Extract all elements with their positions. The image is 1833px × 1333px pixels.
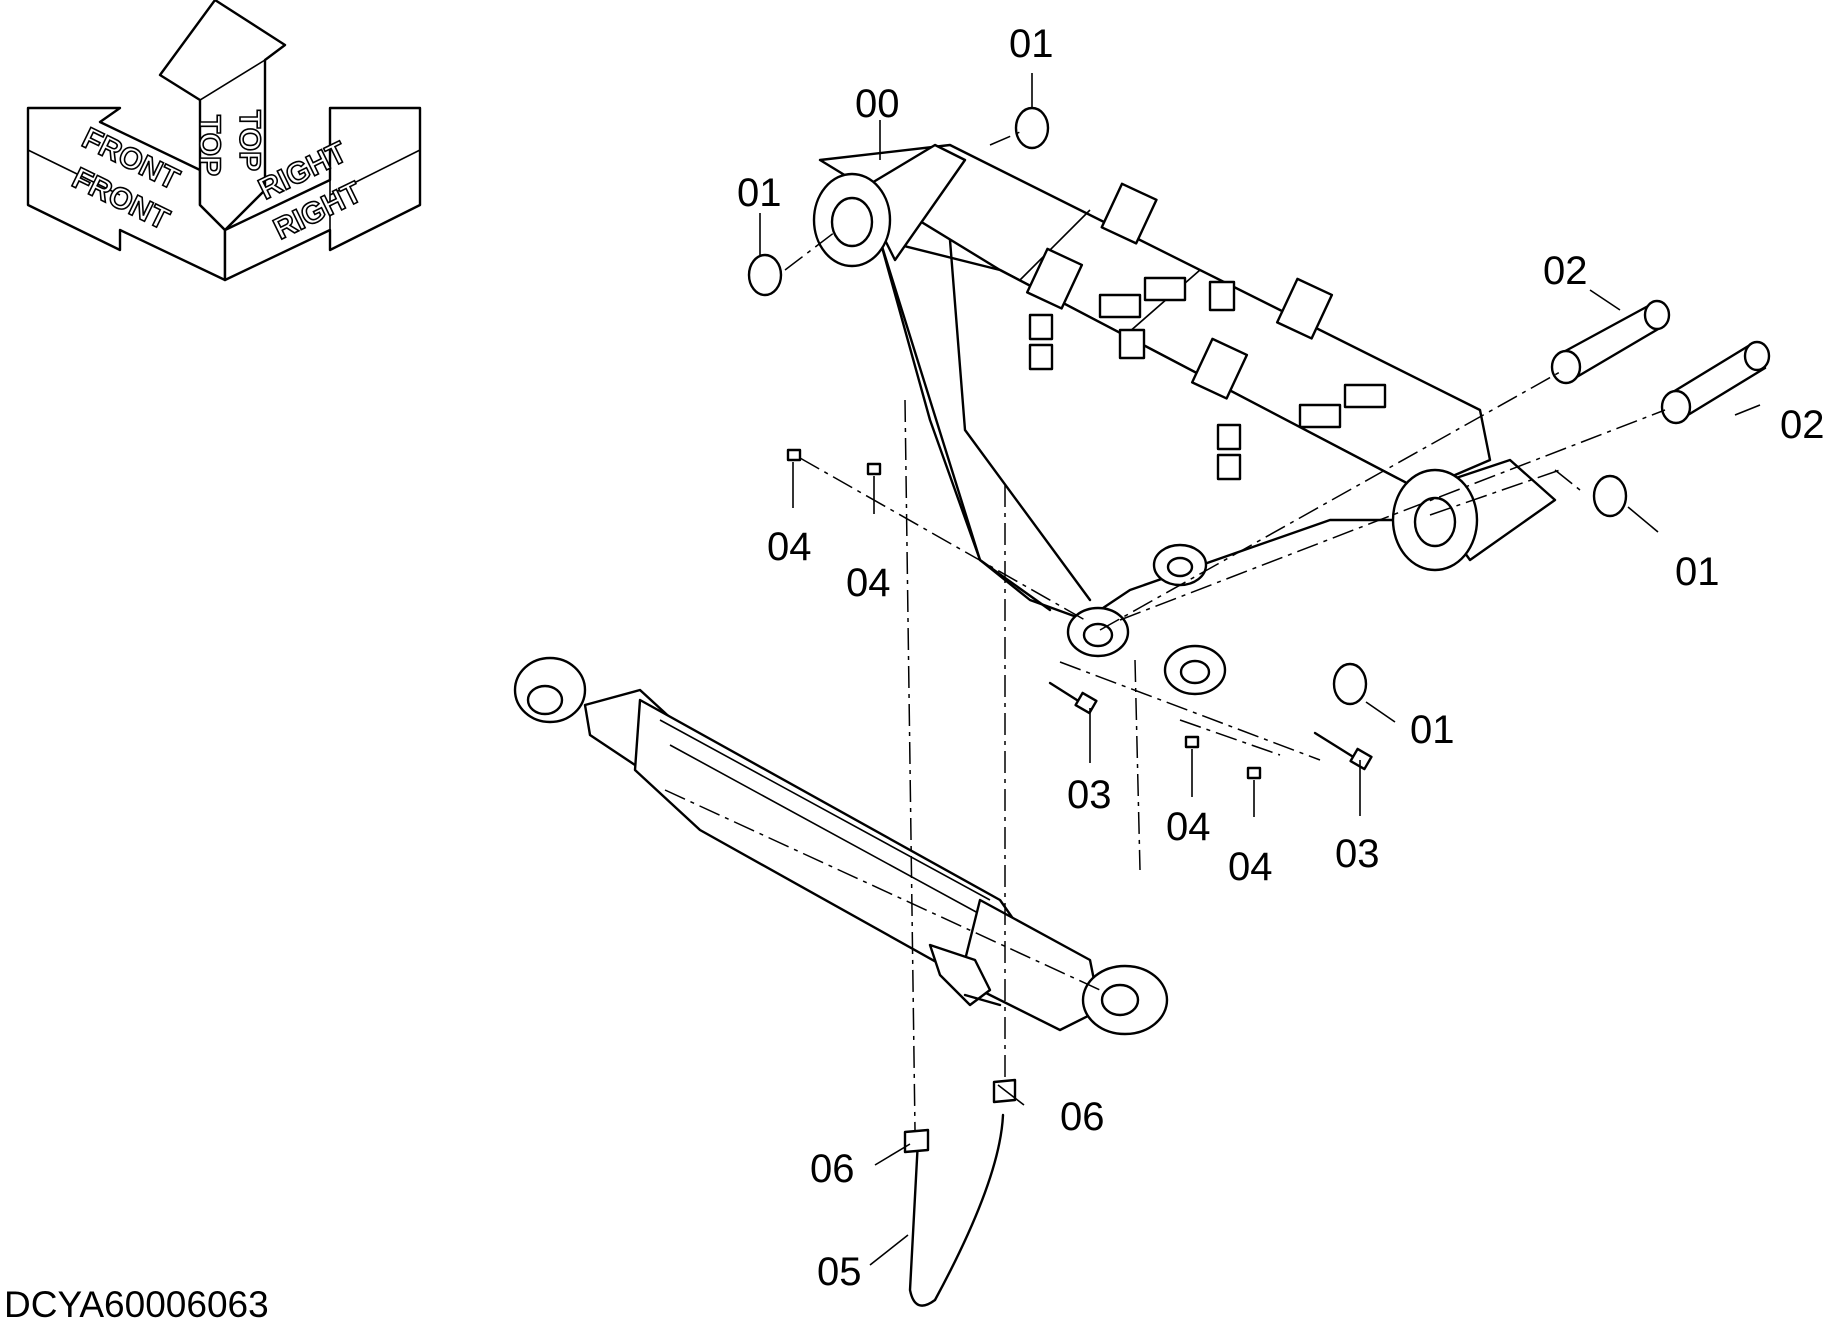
- callout-02-upper: 02: [1543, 249, 1588, 293]
- hydraulic-cylinder: [513, 656, 1169, 1036]
- hose-and-clips: [903, 1078, 1017, 1307]
- pins: [1550, 299, 1771, 425]
- callout-labels: 00 01 01 01 01 02 02 03 03 04 04 04 04 0…: [737, 22, 1825, 1294]
- callout-01-lower: 01: [1410, 708, 1455, 752]
- callout-02-lower: 02: [1780, 403, 1825, 447]
- callout-06-right: 06: [1060, 1095, 1105, 1139]
- o-ring-lower: [1332, 662, 1368, 706]
- o-rings: [747, 106, 1628, 706]
- callout-01-left: 01: [737, 171, 782, 215]
- callout-01-right: 01: [1675, 550, 1720, 594]
- callout-03-right: 03: [1335, 832, 1380, 876]
- callout-04-c: 04: [1166, 805, 1211, 849]
- callout-05: 05: [817, 1250, 862, 1294]
- assembly-centerlines: [664, 131, 1666, 1131]
- bolts-and-nuts: [786, 448, 1373, 780]
- o-ring-left: [747, 253, 783, 297]
- top-label-2: TOP: [233, 110, 266, 171]
- top-label: TOP: [193, 115, 226, 176]
- o-ring-right: [1592, 474, 1628, 518]
- orientation-symbol: FRONT FRONT TOP TOP RIGHT RIGHT: [26, 0, 422, 282]
- drawing-id: DCYA60006063: [4, 1284, 269, 1325]
- leader-lines: [759, 73, 1761, 1266]
- callout-00: 00: [855, 82, 900, 126]
- callout-03-left: 03: [1067, 773, 1112, 817]
- callout-04-a: 04: [767, 525, 812, 569]
- callout-04-d: 04: [1228, 845, 1273, 889]
- callout-06-left: 06: [810, 1147, 855, 1191]
- callout-04-b: 04: [846, 561, 891, 605]
- callout-01-top: 01: [1009, 22, 1054, 66]
- o-ring-top: [1014, 106, 1050, 150]
- frame-assembly: [812, 143, 1557, 696]
